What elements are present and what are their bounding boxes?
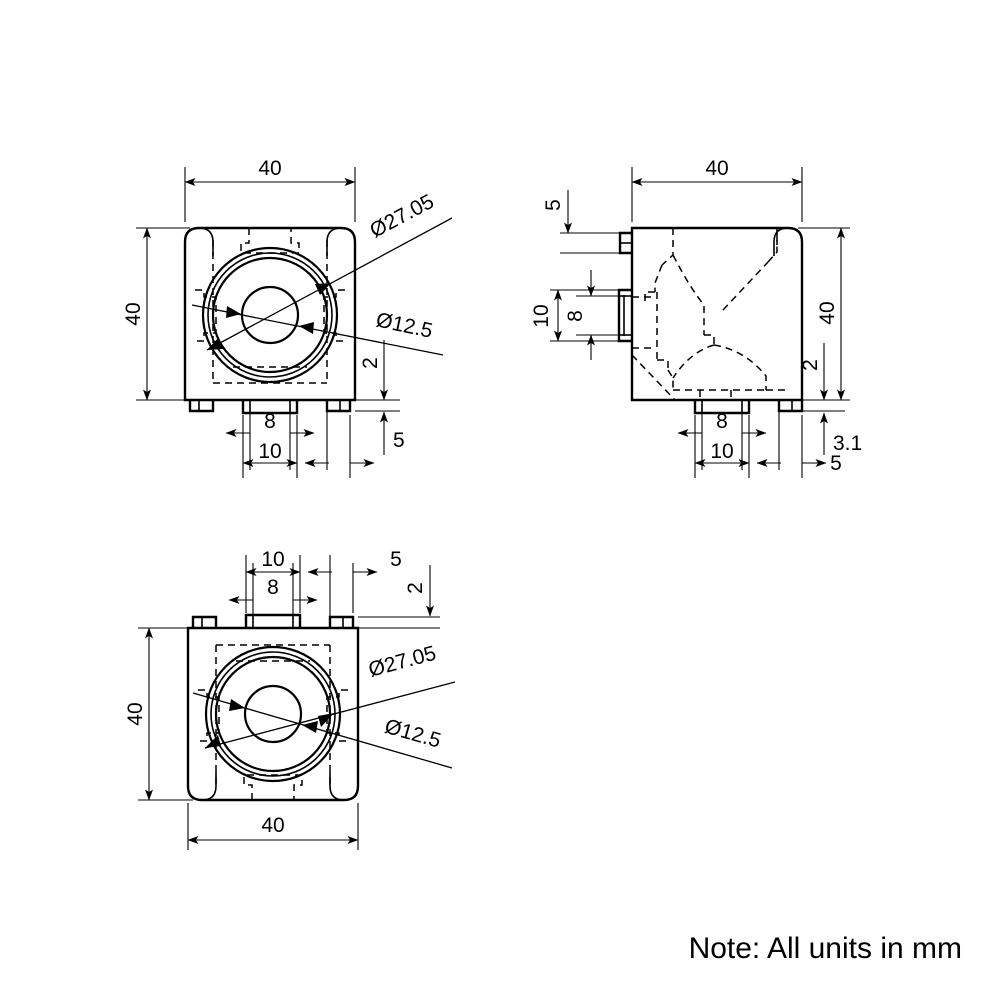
dim-side-8: 8 [564, 270, 619, 360]
dim-label-bottom-5: 5 [390, 548, 402, 571]
dim-label-bottom-height: 40 [124, 702, 147, 725]
side-view-corner-marks [773, 227, 789, 256]
dim-label-front-2: 2 [359, 357, 382, 369]
dim-bottom-foot-10: 10 [245, 548, 301, 613]
side-view-connectors [617, 231, 632, 343]
units-note: Note: All units in mm [689, 932, 962, 965]
dim-front-offset-5: 5 [380, 411, 405, 455]
dim-label-side-2: 2 [799, 359, 822, 371]
dim-label-front-d125: Ø12.5 [374, 308, 435, 342]
dim-label-bottom-8: 8 [267, 576, 279, 599]
dim-side-5: 5 [542, 190, 620, 254]
front-view-lens [201, 246, 339, 384]
dim-label-front-5: 5 [393, 429, 405, 452]
dim-label-side-8: 8 [564, 310, 587, 322]
dim-label-side-foot-10: 10 [710, 440, 733, 463]
bottom-view: 10 8 5 2 40 [124, 548, 456, 850]
dim-side-31: 3.1 [820, 412, 862, 455]
dim-label-front-10: 10 [258, 440, 281, 463]
side-view-body-outline [630, 226, 804, 402]
dim-label-bottom-d125: Ø12.5 [382, 715, 443, 753]
dim-label-front-8: 8 [264, 410, 276, 433]
dim-side-10: 10 [530, 289, 619, 342]
dim-label-bottom-2: 2 [404, 582, 427, 594]
side-view-hidden-lines [631, 228, 790, 401]
dim-side-foot-5: 5 [756, 404, 842, 478]
front-view-foot-extlines [304, 404, 375, 478]
dim-front-height-40: 40 [122, 227, 190, 401]
bottom-view-corner-marks [201, 772, 345, 801]
dim-side-height-40: 40 [798, 227, 850, 401]
dim-label-side-foot-8: 8 [716, 410, 728, 433]
dim-label-bottom-d2705: Ø27.05 [366, 642, 438, 682]
dim-side-foot-10: 10 [694, 415, 750, 478]
side-view-feet [693, 400, 804, 415]
dim-label-side-5: 5 [542, 199, 565, 211]
bottom-view-feet [191, 613, 355, 628]
dim-front-width-40: 40 [184, 157, 356, 222]
dim-label-front-d2705: Ø27.05 [366, 190, 438, 243]
dim-label-side-10: 10 [530, 304, 553, 327]
dim-bottom-foot-8: 8 [228, 563, 318, 624]
dim-front-step-2: 2 [355, 340, 400, 412]
dim-label-bottom-10: 10 [261, 548, 284, 571]
dim-label-side-height: 40 [816, 301, 839, 324]
front-view-corner-marks [198, 227, 342, 256]
side-view: 40 5 10 8 40 [530, 157, 862, 478]
dim-label-bottom-width: 40 [261, 814, 284, 837]
front-view: 40 40 Ø27.05 Ø12.5 8 [122, 157, 453, 478]
dim-bottom-width-40: 40 [187, 803, 359, 850]
dim-front-foot-10: 10 [242, 415, 298, 478]
dim-bottom-diameter-125: Ø12.5 [192, 692, 453, 769]
front-view-body-outline [183, 226, 357, 402]
dim-label-front-width: 40 [258, 157, 281, 180]
dim-label-side-31: 3.1 [833, 432, 862, 455]
bottom-view-hidden-lines [198, 644, 348, 800]
dim-label-front-height: 40 [122, 302, 145, 325]
dim-label-side-width: 40 [705, 157, 728, 180]
dim-bottom-height-40: 40 [124, 627, 193, 801]
dim-side-width-40: 40 [631, 157, 803, 222]
dim-label-side-foot-5: 5 [830, 452, 842, 475]
dim-bottom-foot-5: 5 [307, 548, 402, 624]
front-view-hidden-lines [195, 228, 345, 384]
bottom-view-lens [204, 645, 342, 783]
dim-side-2: 2 [799, 343, 845, 412]
dim-bottom-2: 2 [358, 565, 440, 629]
